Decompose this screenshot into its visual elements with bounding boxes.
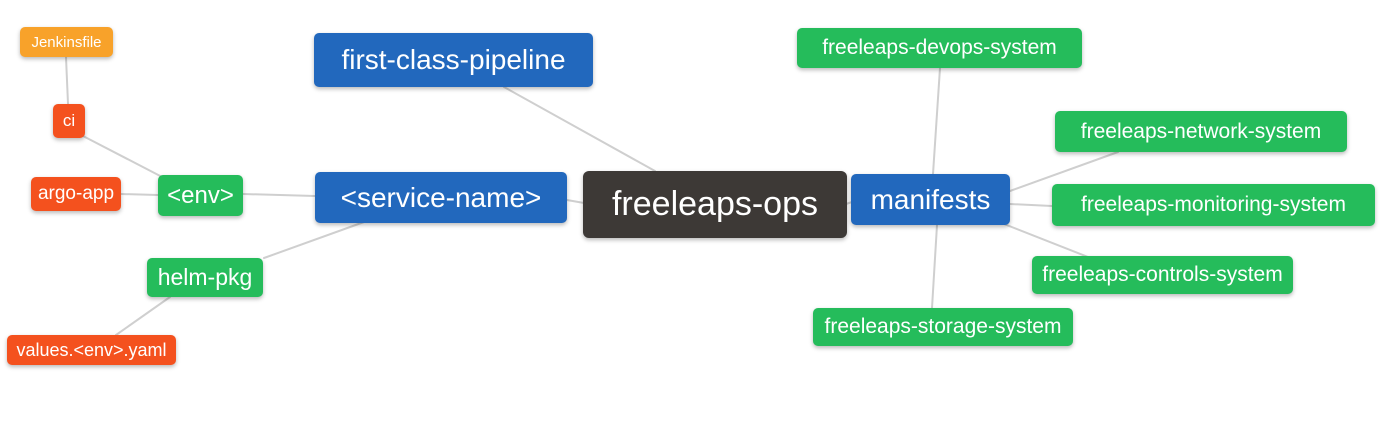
node-first-class-pipeline[interactable]: first-class-pipeline: [314, 33, 593, 87]
node-root-freeleaps-ops[interactable]: freeleaps-ops: [583, 171, 847, 238]
node-ci[interactable]: ci: [53, 104, 85, 138]
node-freeleaps-monitoring-system[interactable]: freeleaps-monitoring-system: [1052, 184, 1375, 226]
edge-valuesyaml-helmpkg: [115, 296, 171, 336]
node-jenkinsfile[interactable]: Jenkinsfile: [20, 27, 113, 57]
edge-env-servicename: [242, 193, 316, 197]
node-freeleaps-storage-system[interactable]: freeleaps-storage-system: [813, 308, 1073, 346]
node-values-env-yaml[interactable]: values.<env>.yaml: [7, 335, 176, 365]
node-freeleaps-network-system[interactable]: freeleaps-network-system: [1055, 111, 1347, 152]
edge-manifests-devops: [932, 67, 941, 175]
node-env[interactable]: <env>: [158, 175, 243, 216]
node-service-name[interactable]: <service-name>: [315, 172, 567, 223]
edge-servicename-root: [566, 199, 585, 204]
node-freeleaps-controls-system[interactable]: freeleaps-controls-system: [1032, 256, 1293, 294]
edge-jenkinsfile-ci: [65, 56, 69, 105]
edge-argoapp-env: [120, 193, 159, 196]
edge-manifests-network: [1009, 151, 1119, 192]
edge-pipeline-root: [503, 86, 656, 172]
edge-manifests-controls: [1003, 223, 1089, 258]
edge-helmpkg-servicename: [263, 221, 365, 259]
node-manifests[interactable]: manifests: [851, 174, 1010, 225]
edge-ci-env: [82, 135, 167, 180]
node-freeleaps-devops-system[interactable]: freeleaps-devops-system: [797, 28, 1082, 68]
edge-manifests-monitoring: [1009, 203, 1053, 207]
edge-manifests-storage: [931, 224, 938, 309]
node-argo-app[interactable]: argo-app: [31, 177, 121, 211]
node-helm-pkg[interactable]: helm-pkg: [147, 258, 263, 297]
